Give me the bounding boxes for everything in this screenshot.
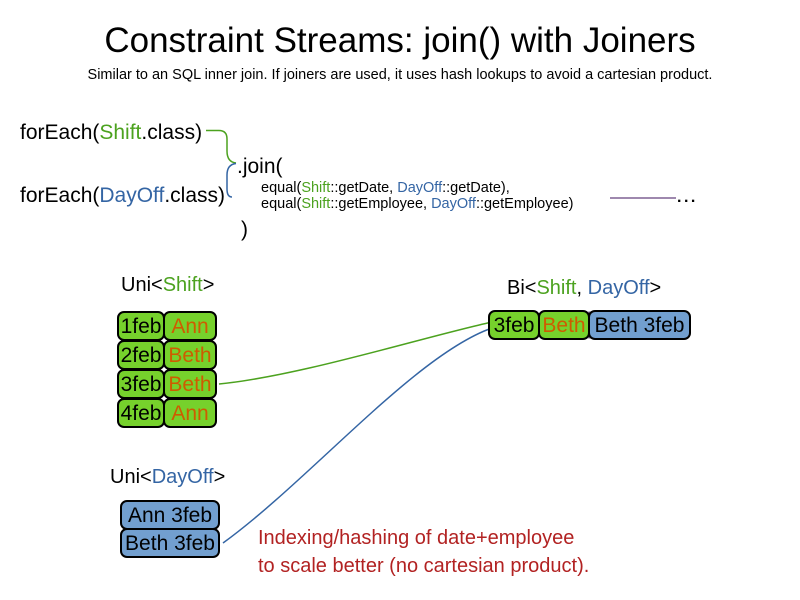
code-text: equal( [261, 196, 302, 212]
code-text: forEach( [20, 121, 100, 144]
shift-class-token: Shift [301, 196, 331, 212]
dayoff-cell: Beth 3feb [120, 528, 220, 558]
page-subtitle: Similar to an SQL inner join. If joiners… [87, 67, 713, 83]
bi-label: Bi<Shift, DayOff> [507, 277, 661, 299]
page-title: Constraint Streams: join() with Joiners [104, 21, 696, 60]
code-join-close: ) [241, 218, 248, 241]
shift-employee-cell: Beth [163, 340, 217, 370]
code-equal-employee: equal(Shift::getEmployee, DayOff::getEmp… [261, 196, 573, 212]
dayoff-class-token: DayOff [151, 466, 214, 488]
label-text: > [202, 274, 215, 296]
shift-class-token: Shift [99, 121, 142, 144]
shift-employee-cell: Beth [163, 369, 217, 399]
indexing-note: Indexing/hashing of date+employee to sca… [258, 524, 589, 580]
code-text: ::getEmployee, [330, 196, 432, 212]
code-equal-date: equal(Shift::getDate, DayOff::getDate), [261, 180, 510, 196]
label-text: Bi< [507, 277, 537, 299]
match-line-shift-to-bi [218, 321, 493, 385]
code-text: .class) [141, 121, 203, 144]
shift-class-token: Shift [301, 180, 331, 196]
join-brace-green-line [206, 129, 237, 164]
dayoff-class-token: DayOff [431, 196, 476, 212]
code-text: ::getDate), [442, 180, 510, 196]
code-text: .class) [164, 184, 226, 207]
match-line-dayoff-to-bi [222, 327, 493, 544]
code-text: ::getEmployee) [475, 196, 574, 212]
code-text: ::getDate, [330, 180, 398, 196]
label-text: > [649, 277, 662, 299]
label-text: > [213, 466, 226, 488]
uni-shift-label: Uni<Shift> [121, 274, 214, 296]
indexing-note-line2: to scale better (no cartesian product). [258, 555, 590, 577]
shift-date-cell: 4feb [117, 398, 165, 428]
shift-employee-cell: Ann [163, 398, 217, 428]
shift-employee-cell: Ann [163, 311, 217, 341]
code-join-open: .join( [237, 155, 283, 178]
code-text: equal( [261, 180, 302, 196]
label-text: Uni< [110, 466, 152, 488]
bi-shift-employee-cell: Beth [538, 310, 590, 340]
dayoff-class-token: DayOff [397, 180, 443, 196]
shift-date-cell: 3feb [117, 369, 165, 399]
shift-class-token: Shift [536, 277, 577, 299]
dayoff-class-token: DayOff [587, 277, 650, 299]
shift-date-cell: 1feb [117, 311, 165, 341]
code-foreach-shift: forEach(Shift.class) [20, 121, 202, 145]
code-text: forEach( [20, 184, 100, 207]
label-text: Uni< [121, 274, 163, 296]
shift-class-token: Shift [162, 274, 203, 296]
uni-dayoff-label: Uni<DayOff> [110, 466, 225, 488]
indexing-note-line1: Indexing/hashing of date+employee [258, 527, 575, 549]
bi-shift-date-cell: 3feb [488, 310, 540, 340]
code-foreach-dayoff: forEach(DayOff.class) [20, 184, 225, 208]
dayoff-cell: Ann 3feb [120, 500, 220, 530]
bi-dayoff-cell: Beth 3feb [588, 310, 691, 340]
label-text: , [576, 277, 588, 299]
shift-date-cell: 2feb [117, 340, 165, 370]
ellipsis-text: ... [677, 189, 698, 206]
dayoff-class-token: DayOff [99, 184, 165, 207]
join-brace-blue-line [226, 162, 237, 198]
